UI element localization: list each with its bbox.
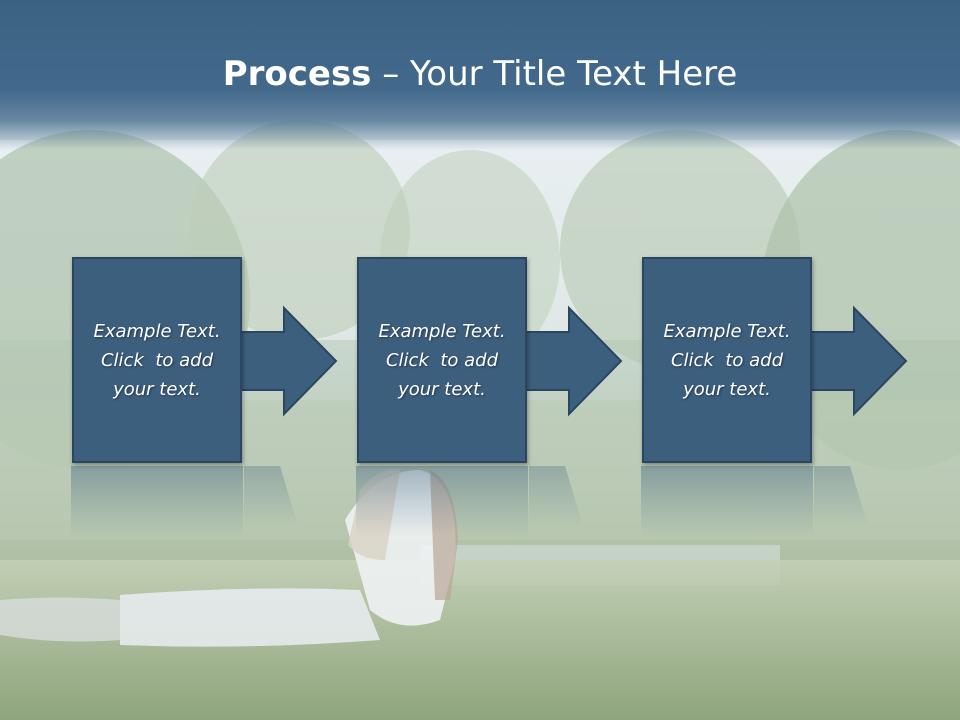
step-line: your text. xyxy=(683,378,771,400)
step-line: Example Text. xyxy=(93,320,221,342)
title-bold: Process xyxy=(222,54,372,94)
step-2-reflection xyxy=(356,466,528,536)
step-line: Click to add xyxy=(670,349,783,371)
arrow-right-icon[interactable] xyxy=(237,305,338,417)
arrow-right-icon[interactable] xyxy=(807,305,908,417)
step-3-reflection xyxy=(641,466,813,536)
step-box-1[interactable]: Example Text. Click to add your text. xyxy=(72,257,242,463)
step-line: your text. xyxy=(113,378,201,400)
step-line: Click to add xyxy=(100,349,213,371)
title-rest: – Your Title Text Here xyxy=(371,54,738,94)
step-line: Example Text. xyxy=(378,320,506,342)
step-line: Example Text. xyxy=(663,320,791,342)
step-line: your text. xyxy=(398,378,486,400)
step-box-3[interactable]: Example Text. Click to add your text. xyxy=(642,257,812,463)
slide-title[interactable]: Process – Your Title Text Here xyxy=(0,52,960,96)
title-bar xyxy=(0,0,960,150)
step-1-reflection xyxy=(71,466,243,536)
step-text-1[interactable]: Example Text. Click to add your text. xyxy=(93,317,220,404)
step-text-3[interactable]: Example Text. Click to add your text. xyxy=(663,317,790,404)
step-text-2[interactable]: Example Text. Click to add your text. xyxy=(378,317,505,404)
step-line: Click to add xyxy=(385,349,498,371)
arrow-right-icon[interactable] xyxy=(522,305,623,417)
step-box-2[interactable]: Example Text. Click to add your text. xyxy=(357,257,527,463)
